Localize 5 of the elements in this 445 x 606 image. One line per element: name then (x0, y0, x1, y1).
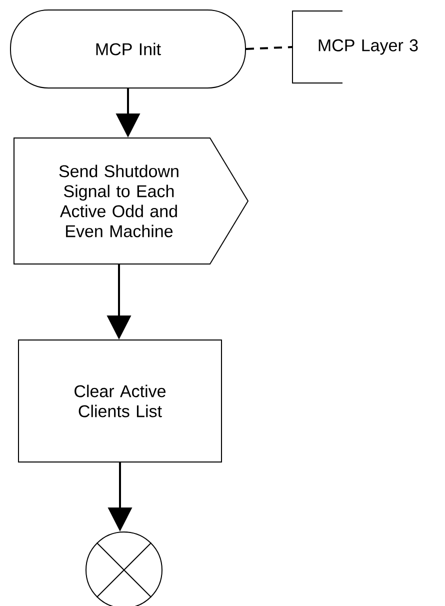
end-circle (86, 532, 162, 606)
connector-line (246, 46, 293, 50)
process-box: Clear Active Clients List (18, 340, 222, 462)
off-page-connector: Send Shutdown Signal to Each Active Odd and Even Machine (14, 138, 249, 264)
annotation-bracket: MCP Layer 3 (292, 10, 418, 84)
